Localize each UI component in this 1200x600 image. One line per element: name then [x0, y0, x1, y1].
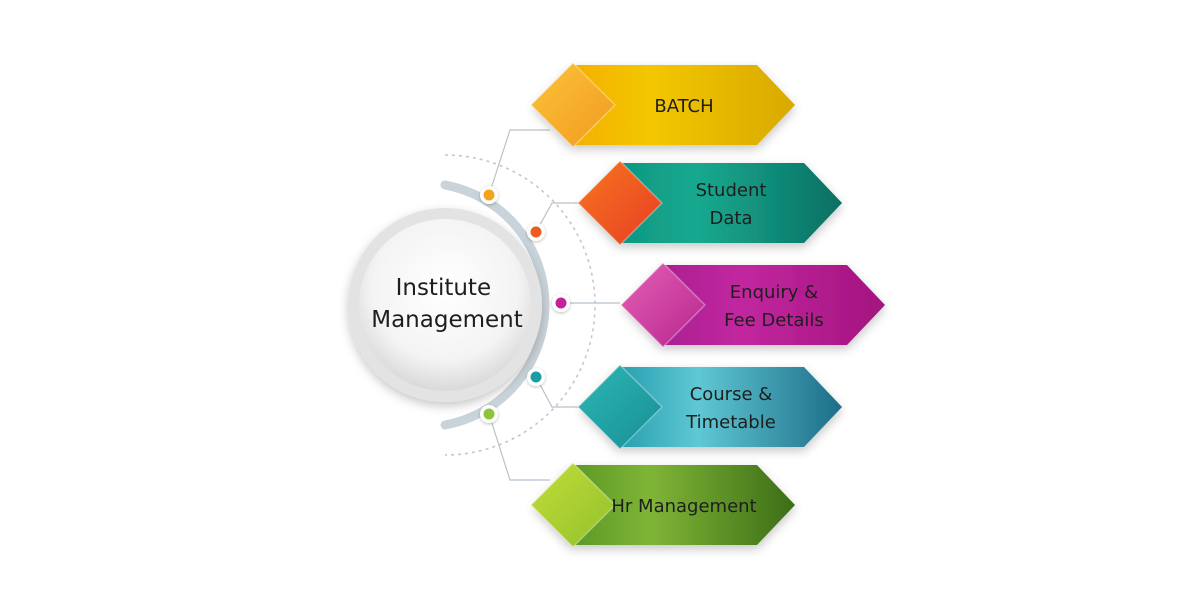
ring-dot — [480, 186, 498, 204]
outer-dotted-arc — [444, 154, 596, 456]
item-course-timetable: Course & Timetable — [577, 364, 842, 450]
hub-label: Institute Management — [371, 275, 523, 333]
item-enquiry-fee: Enquiry & Fee Details — [620, 262, 885, 348]
ring-dot — [480, 405, 498, 423]
item-label-line: Enquiry & — [730, 282, 818, 303]
connector-line — [535, 376, 580, 408]
item-accent-diamond — [530, 462, 616, 548]
item-label-line: Data — [710, 208, 753, 229]
item-band — [533, 65, 795, 145]
item-accent-diamond — [577, 160, 663, 246]
item-band — [623, 265, 885, 345]
item-band — [580, 163, 842, 243]
ring-dots — [480, 186, 570, 423]
item-label-line: BATCH — [654, 96, 713, 117]
item-batch: BATCH — [530, 62, 795, 148]
hub-label-line-1: Institute — [396, 275, 492, 301]
item-accent-diamond — [530, 62, 616, 148]
ring-dot — [527, 368, 545, 386]
item-label: Enquiry & Fee Details — [724, 282, 824, 331]
ring-dot — [552, 294, 570, 312]
item-hr-management: Hr Management — [530, 462, 795, 548]
hub — [348, 208, 542, 402]
item-label-line: Hr Management — [611, 496, 756, 517]
item-label: BATCH — [654, 96, 713, 117]
item-accent-diamond — [577, 364, 663, 450]
item-band — [580, 367, 842, 447]
connector-line — [488, 129, 550, 196]
item-label: Hr Management — [611, 496, 756, 517]
item-label-line: Student — [696, 180, 767, 201]
hub-label-line-2: Management — [371, 307, 523, 333]
ring-dot — [527, 223, 545, 241]
connector-line — [535, 202, 580, 233]
item-accent-diamond — [620, 262, 706, 348]
connector-lines — [488, 129, 620, 481]
item-label-line: Timetable — [685, 412, 776, 433]
connector-line — [488, 413, 550, 481]
item-label-line: Fee Details — [724, 310, 824, 331]
hub-circle — [359, 219, 531, 391]
item-label: Course & Timetable — [685, 384, 776, 433]
item-label-line: Course & — [690, 384, 773, 405]
item-band — [533, 465, 795, 545]
